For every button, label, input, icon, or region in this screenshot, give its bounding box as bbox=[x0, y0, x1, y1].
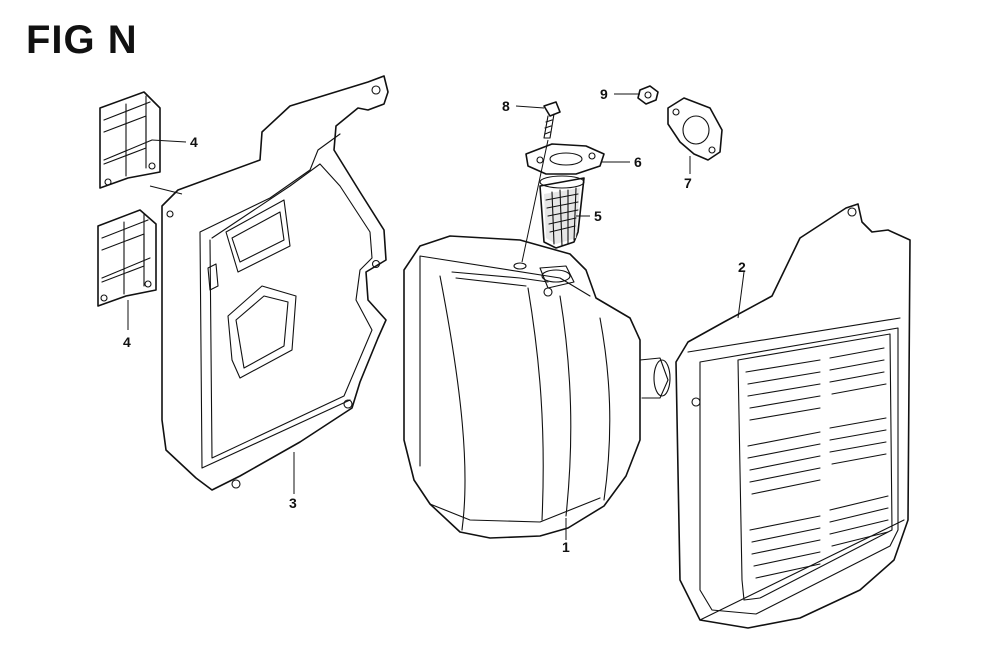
muffler-protector bbox=[675, 203, 911, 629]
nut bbox=[637, 85, 659, 105]
louver-grid bbox=[745, 347, 889, 579]
arrester-gasket bbox=[525, 143, 605, 175]
exhaust-gasket bbox=[667, 97, 723, 161]
callout-1: 1 bbox=[562, 539, 570, 555]
callout-6: 6 bbox=[634, 154, 642, 170]
callout-8: 8 bbox=[502, 98, 510, 114]
callout-4-lower: 4 bbox=[123, 334, 131, 350]
callout-4-upper: 4 bbox=[190, 134, 198, 150]
spark-arrester-screen bbox=[539, 175, 585, 249]
bolt bbox=[543, 101, 561, 139]
callout-3: 3 bbox=[289, 495, 297, 511]
callout-labels: 1 2 3 4 4 5 6 7 8 9 bbox=[123, 86, 746, 555]
leader-lines bbox=[127, 93, 745, 540]
bracket-lower bbox=[97, 209, 157, 307]
callout-9: 9 bbox=[600, 86, 608, 102]
bracket-upper bbox=[99, 91, 161, 189]
rear-cover bbox=[161, 75, 389, 491]
muffler-body bbox=[403, 235, 671, 539]
callout-2: 2 bbox=[738, 259, 746, 275]
callout-5: 5 bbox=[594, 208, 602, 224]
figure-title: FIG N bbox=[26, 18, 138, 62]
callout-7: 7 bbox=[684, 175, 692, 191]
